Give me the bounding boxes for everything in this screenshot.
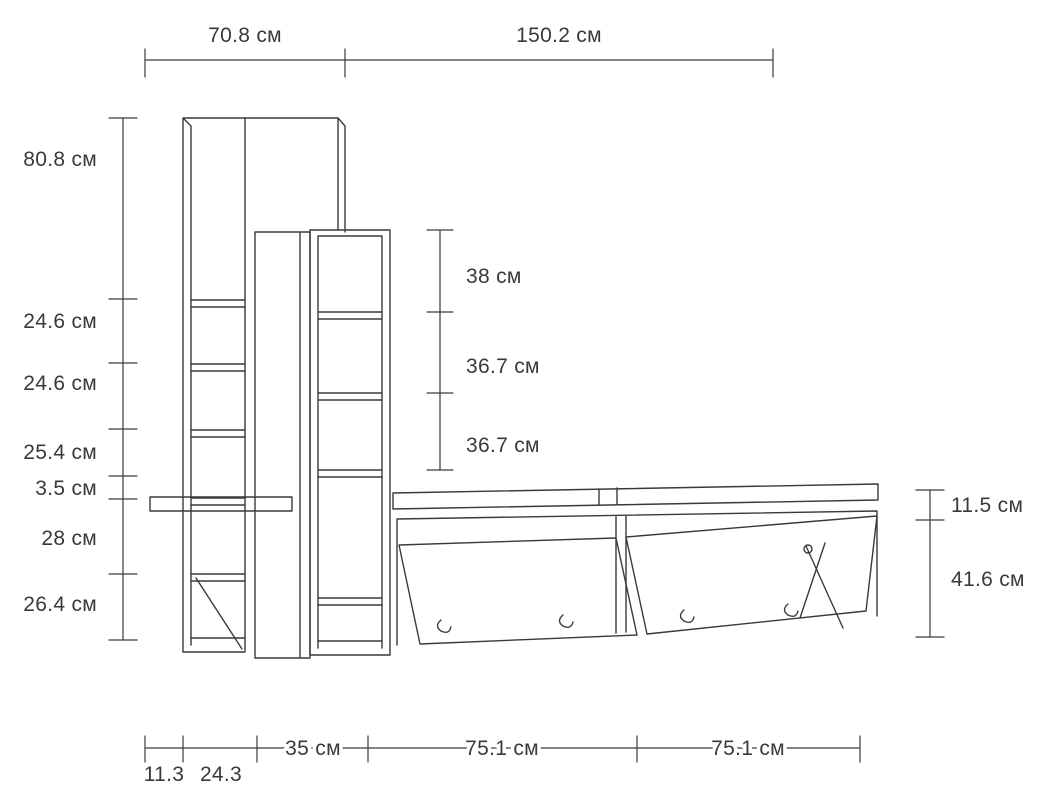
dim-label-bottom-4: 75.1 см — [711, 737, 785, 760]
door-hinge-hook-3 — [679, 609, 695, 624]
dim-line-right — [915, 489, 945, 638]
dim-label-right-1: 41.6 см — [951, 568, 1025, 591]
dim-label-bottom-2: 35 см — [285, 737, 341, 760]
dim-label-bottom-0: 11.3 — [144, 763, 185, 786]
dim-line-bottom — [144, 735, 861, 763]
dim-group-bottom: 11.3 24.3 35 см 75.1 см 75.1 см — [140, 734, 861, 790]
dim-label-top-0: 70.8 см — [208, 24, 282, 47]
left-column-shelves — [190, 299, 246, 639]
back-panel — [254, 231, 311, 659]
dim-group-middle: 38 см 36.7 см 36.7 см — [426, 229, 543, 471]
tv-stand-top-board — [392, 483, 879, 510]
dim-group-left: 80.8 см 24.6 см 24.6 см 25.4 см 3.5 см 2… — [20, 117, 138, 641]
dim-line-top — [144, 48, 774, 78]
door-stay-bracket — [799, 542, 844, 629]
dim-label-left-6: 26.4 см — [23, 593, 97, 616]
middle-shelf-column — [309, 229, 391, 656]
door-hinge-hook-4 — [783, 603, 799, 618]
tv-stand-door-right — [625, 515, 878, 635]
dim-label-right-0: 11.5 см — [951, 494, 1023, 517]
dim-line-middle — [426, 229, 454, 471]
dim-label-middle-0: 38 см — [466, 265, 522, 288]
door-hinge-hook-1 — [436, 619, 452, 634]
door-stay-pivot — [803, 544, 813, 554]
dim-group-top: 70.8 см 150.2 см — [144, 21, 774, 78]
upper-panel — [244, 117, 346, 233]
dim-label-middle-1: 36.7 см — [466, 355, 540, 378]
tv-stand-door-left — [398, 537, 638, 645]
dim-label-bottom-3: 75.1 см — [465, 737, 539, 760]
left-wall-shelf — [149, 496, 293, 512]
left-tall-column — [182, 117, 246, 653]
furniture-line-art — [149, 117, 879, 659]
dim-label-left-0: 80.8 см — [23, 148, 97, 171]
dim-group-right: 11.5 см 41.6 см — [915, 489, 1028, 638]
dim-label-left-3: 25.4 см — [23, 441, 97, 464]
tv-stand-cabinet — [396, 510, 878, 646]
dim-line-left — [108, 117, 138, 641]
dim-label-left-1: 24.6 см — [23, 310, 97, 333]
dim-label-top-1: 150.2 см — [516, 24, 602, 47]
dim-label-bottom-1: 24.3 — [200, 763, 242, 786]
dim-label-middle-2: 36.7 см — [466, 434, 540, 457]
middle-column-shelves — [317, 311, 383, 642]
dim-label-left-4: 3.5 см — [35, 477, 97, 500]
door-hinge-hook-2 — [558, 614, 574, 629]
left-column-brace — [195, 577, 243, 650]
dim-label-left-5: 28 см — [41, 527, 97, 550]
dim-label-left-2: 24.6 см — [23, 372, 97, 395]
